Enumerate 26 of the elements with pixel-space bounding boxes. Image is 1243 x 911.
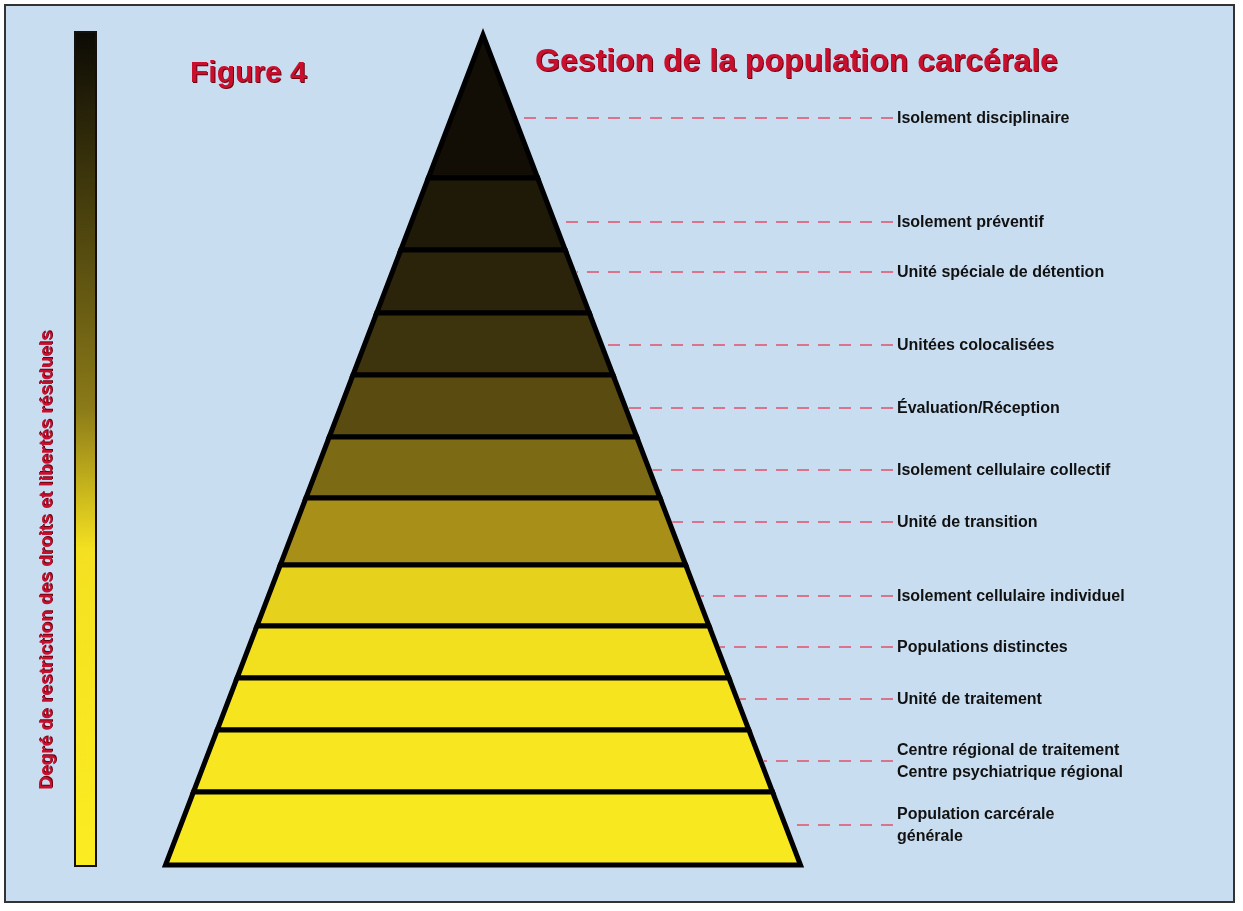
level-label: Isolement préventif [897, 211, 1044, 233]
level-label: Populations distinctes [897, 636, 1068, 658]
leader-line [719, 646, 894, 648]
scale-label: Degré de restriction des droits et libertés résiduels [35, 330, 57, 790]
title: Gestion de la population carcérale [535, 42, 1058, 79]
pyramid-band [161, 789, 805, 868]
level-label: Isolement cellulaire collectif [897, 459, 1111, 481]
leader-line [739, 698, 894, 700]
level-label: Évaluation/Réception [897, 397, 1060, 419]
level-label: Isolement disciplinaire [897, 107, 1070, 129]
level-label: Unité de transition [897, 511, 1038, 533]
leader-line [627, 407, 894, 409]
level-label: Unité de traitement [897, 688, 1042, 710]
level-label: Centre régional de traitement [897, 740, 1121, 760]
level-label: Unité spéciale de détention [897, 261, 1105, 283]
figure-number: Figure 4 [190, 55, 307, 89]
leader-line [699, 595, 894, 597]
level-label: Isolement cellulaire individuel [897, 585, 1125, 607]
leader-line [651, 469, 894, 471]
leader-line [575, 271, 894, 273]
level-label: Unitées colocalisées [897, 334, 1055, 356]
level-label: Population carcérale générale [897, 803, 1097, 847]
leader-line [762, 760, 894, 762]
level-label: Centre psychiatrique régional [897, 762, 1123, 782]
leader-line [671, 521, 894, 523]
gradient-scale-bar [74, 31, 97, 867]
